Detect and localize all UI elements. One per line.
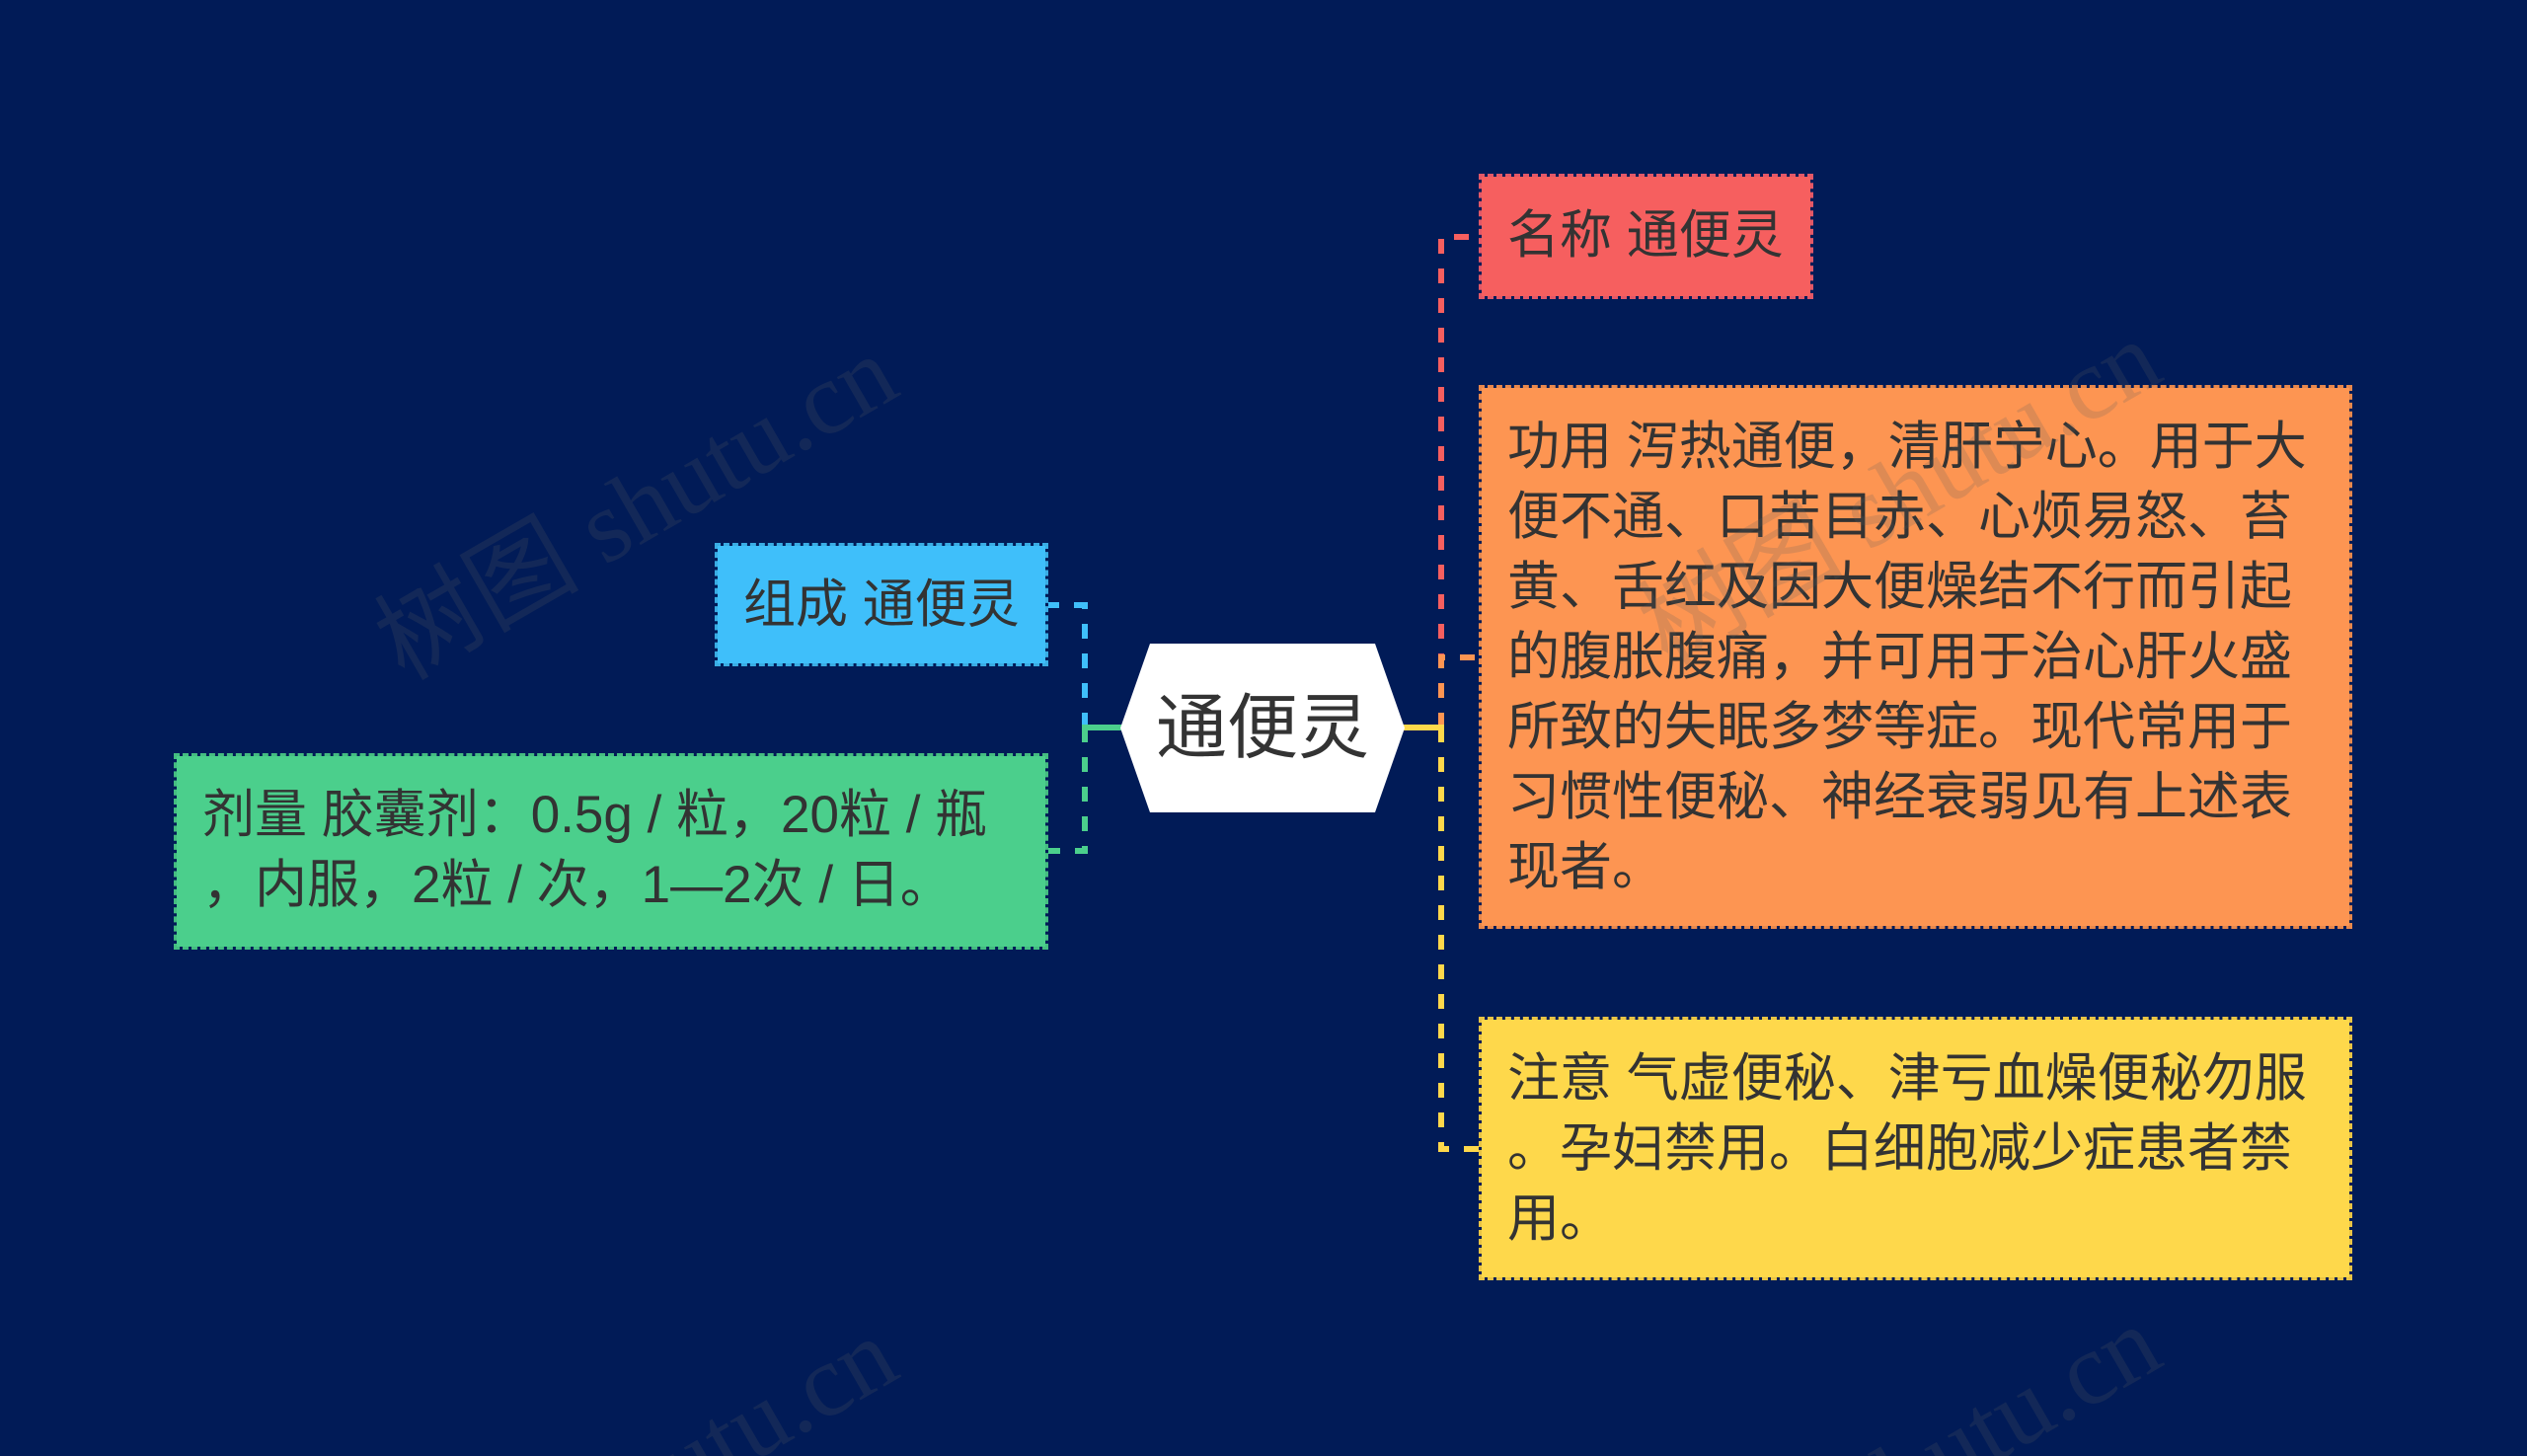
- node-text-line: 所致的失眠多梦等症。现代常用于: [1507, 698, 2292, 756]
- node-dosage: 剂量 胶囊剂：0.5g / 粒，20粒 / 瓶 ，内服，2粒 / 次，1—2次 …: [174, 753, 1048, 950]
- connector-caution: [1438, 728, 1479, 1152]
- node-text-line: 名称 通便灵: [1507, 206, 1784, 265]
- connector-name: [1438, 234, 1479, 728]
- node-text-line: 的腹胀腹痛，并可用于治心肝火盛: [1507, 628, 2292, 686]
- connector-function: [1438, 654, 1479, 728]
- node-text-line: 功用 泻热通便，清肝宁心。用于大: [1507, 418, 2307, 476]
- node-text-line: 习惯性便秘、神经衰弱见有上述表: [1507, 768, 2292, 826]
- node-text-line: 注意 气虚便秘、津亏血燥便秘勿服: [1507, 1049, 2307, 1108]
- node-text-line: 现者。: [1507, 838, 1664, 896]
- node-caution: 注意 气虚便秘、津亏血燥便秘勿服 。孕妇禁用。白细胞减少症患者禁 用。: [1479, 1017, 2352, 1280]
- node-text-line: 黄、舌红及因大便燥结不行而引起: [1507, 558, 2292, 616]
- node-text-line: 用。: [1507, 1189, 1612, 1248]
- root-node-label: 通便灵: [1155, 688, 1369, 768]
- node-text-line: 便不通、口苦目赤、心烦易怒、苔: [1507, 488, 2292, 546]
- node-text-line: 组成 通便灵: [743, 575, 1020, 634]
- node-text-line: 剂量 胶囊剂：0.5g / 粒，20粒 / 瓶: [202, 786, 988, 844]
- connector-dosage: [1048, 728, 1088, 854]
- node-text-line: 。孕妇禁用。白细胞减少症患者禁: [1507, 1119, 2292, 1178]
- node-function: 功用 泻热通便，清肝宁心。用于大 便不通、口苦目赤、心烦易怒、苔 黄、舌红及因大…: [1479, 385, 2352, 929]
- connector-composition: [1048, 602, 1088, 728]
- root-node: 通便灵: [1120, 644, 1405, 812]
- node-composition: 组成 通便灵: [715, 543, 1048, 666]
- node-text-line: ，内服，2粒 / 次，1—2次 / 日。: [202, 856, 953, 914]
- node-name: 名称 通便灵: [1479, 174, 1813, 299]
